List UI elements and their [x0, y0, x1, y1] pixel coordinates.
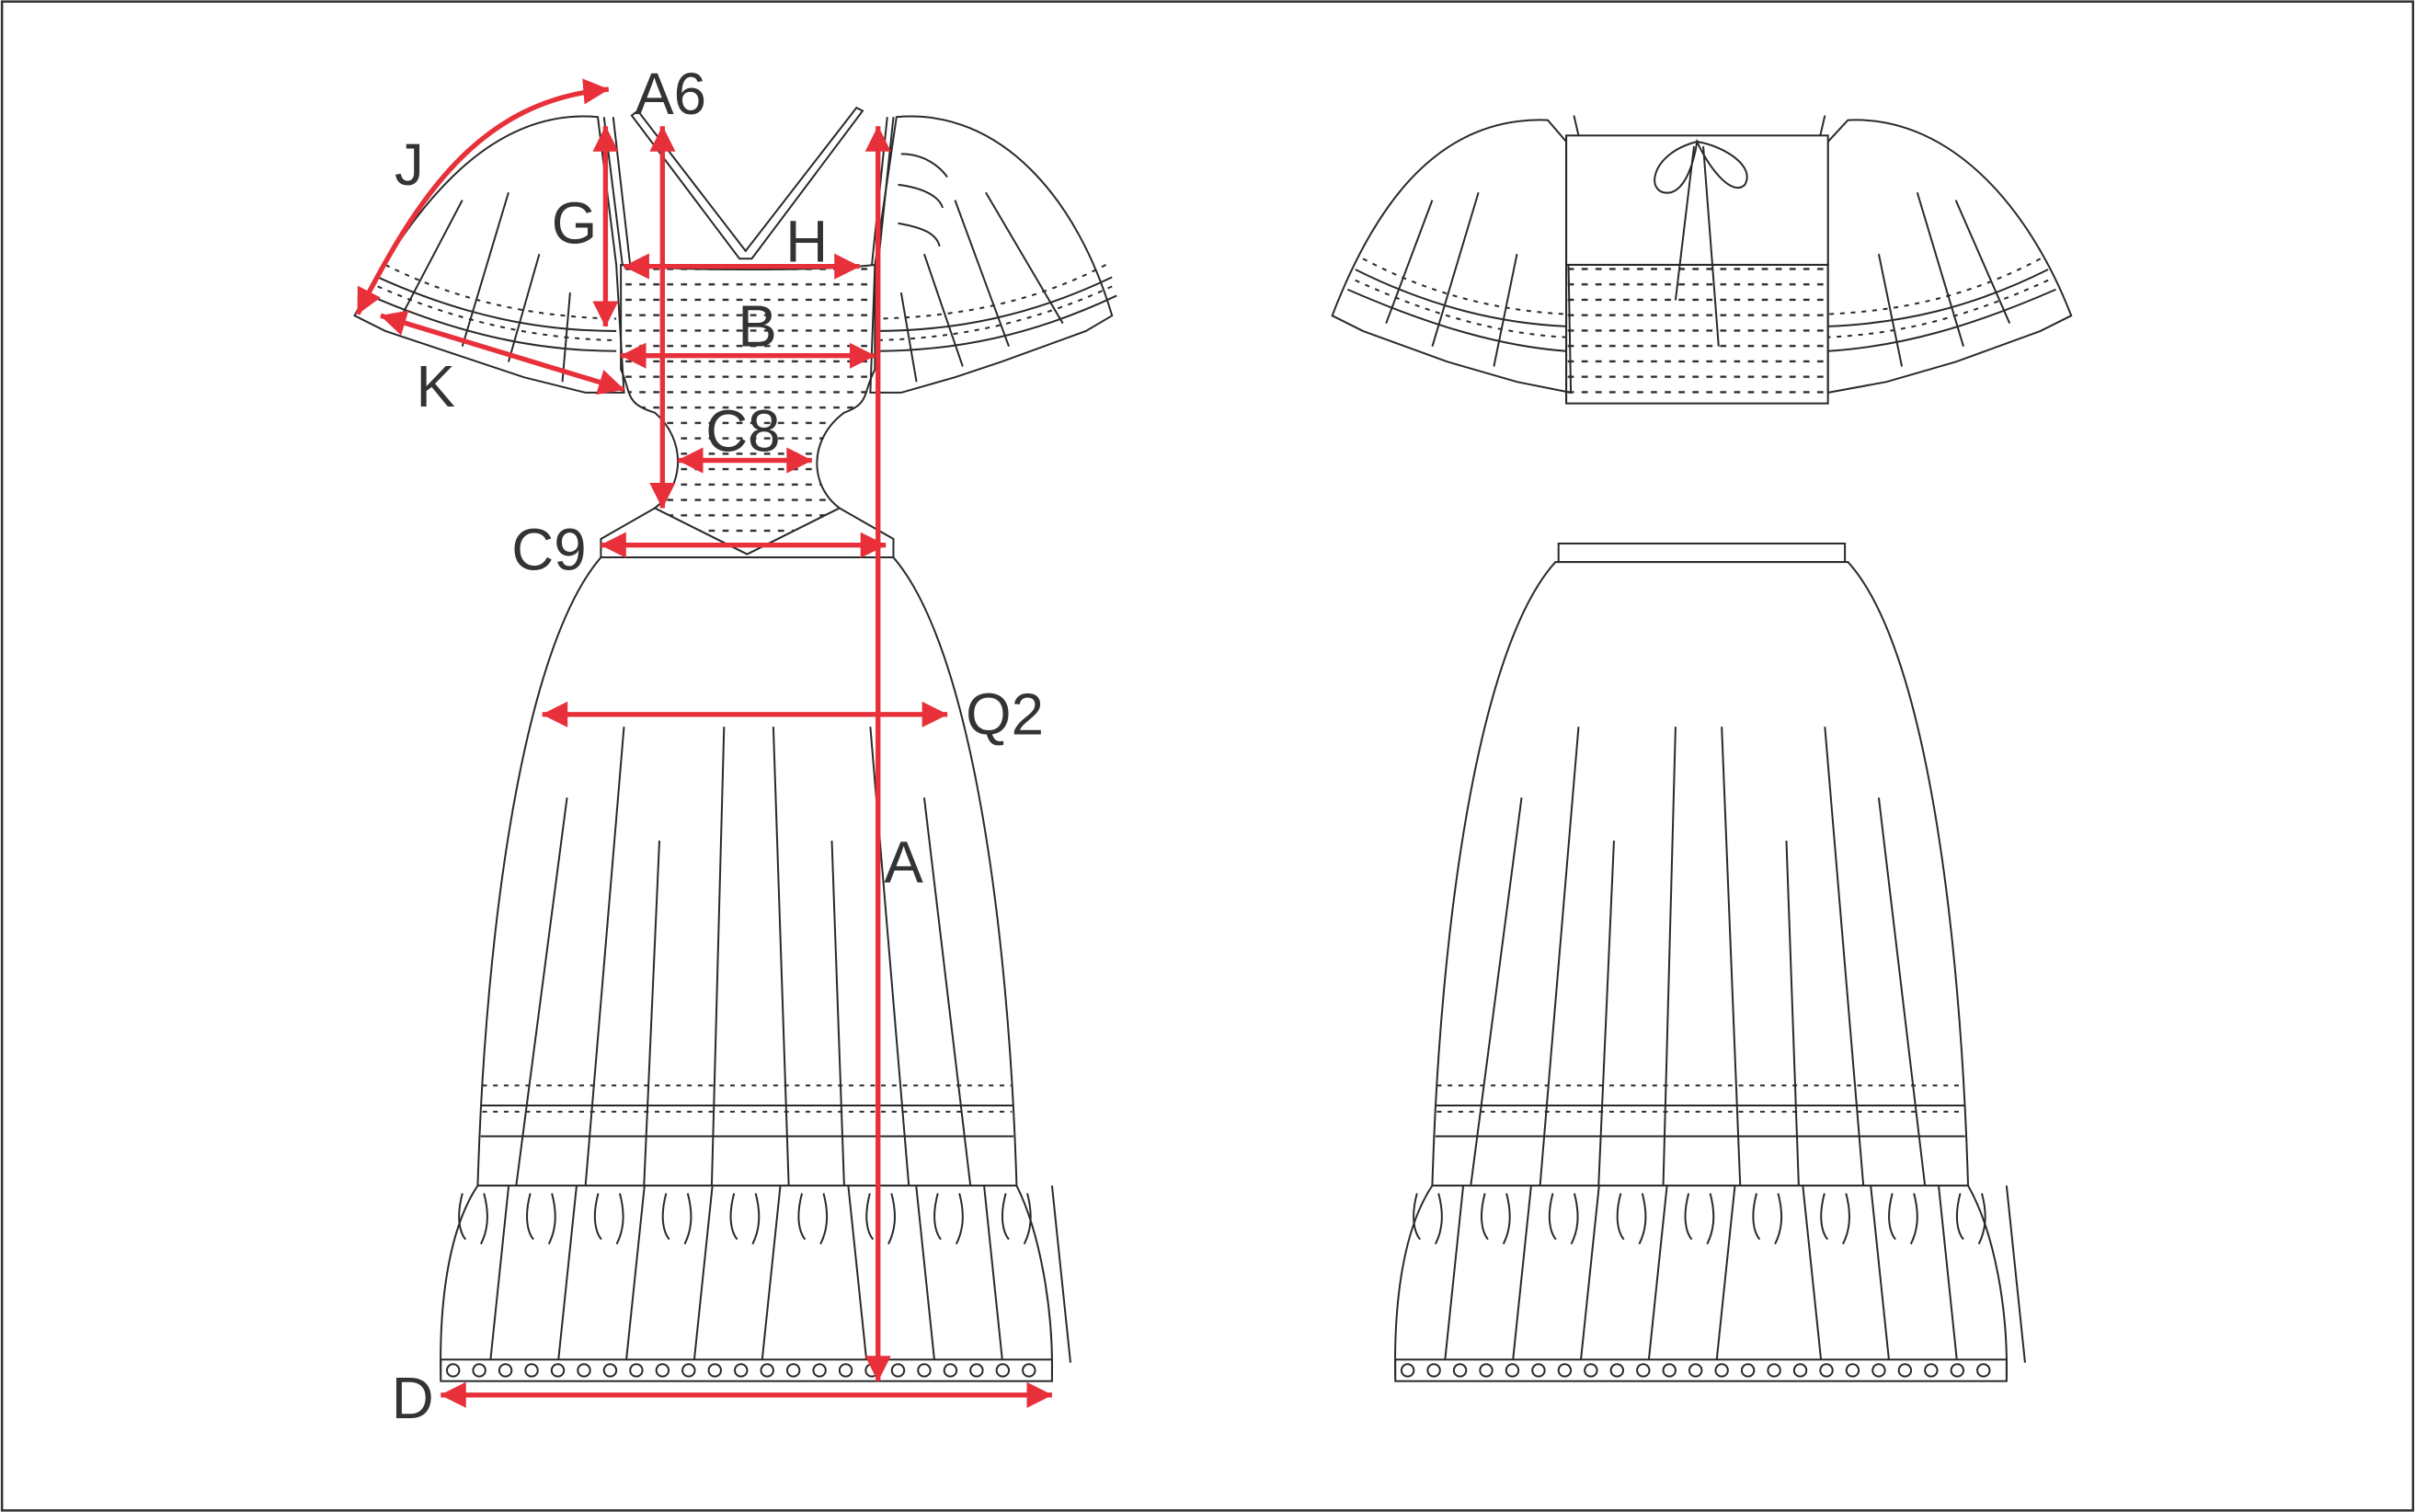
label-H: H: [785, 210, 828, 275]
label-G: G: [552, 191, 597, 257]
eyelet: [629, 1363, 644, 1378]
eyelet: [445, 1363, 461, 1378]
eyelet: [1662, 1363, 1677, 1378]
eyelet: [707, 1363, 722, 1378]
eyelet: [1452, 1363, 1468, 1378]
ruffle-gather: [729, 1185, 782, 1363]
measurement-labels: A6 J G H B K C8 C9 Q2 A D: [392, 62, 1044, 1431]
eyelet: [1976, 1363, 1991, 1378]
eyelet: [734, 1363, 749, 1378]
eyelet: [524, 1363, 539, 1378]
back-top: [1331, 115, 2073, 405]
ruffle-gather: [1616, 1185, 1668, 1363]
label-B: B: [738, 294, 776, 360]
eyelet: [1714, 1363, 1729, 1378]
ruffle-gather: [1820, 1185, 1891, 1363]
ruffle-gather: [1548, 1185, 1600, 1363]
eyelet: [917, 1363, 932, 1378]
eyelet: [472, 1363, 486, 1378]
eyelet: [995, 1363, 1011, 1378]
ruffle-gather: [1413, 1185, 1465, 1363]
label-D: D: [392, 1366, 434, 1431]
eyelet: [1819, 1363, 1834, 1378]
front-skirt: [476, 556, 1018, 1187]
eyelet: [1897, 1363, 1913, 1378]
label-A6: A6: [635, 62, 706, 127]
back-skirt: [1394, 542, 2026, 1382]
ruffle-gather: [1480, 1185, 1532, 1363]
eyelet: [969, 1363, 984, 1378]
eyelet: [1740, 1363, 1756, 1378]
eyelet: [498, 1363, 513, 1378]
ruffle-gather: [458, 1185, 510, 1363]
eyelet: [1845, 1363, 1860, 1378]
label-Q2: Q2: [966, 682, 1044, 748]
eyelet: [812, 1363, 827, 1378]
front-ruffle: [440, 1185, 1054, 1380]
ruffle-gather: [1001, 1185, 1072, 1363]
ruffle-gather: [1888, 1185, 1959, 1363]
eyelet: [602, 1363, 618, 1378]
ruffle-gather: [797, 1185, 868, 1363]
eyelet: [760, 1363, 774, 1378]
eyelet: [1557, 1363, 1573, 1378]
measure-K-arrow: [380, 310, 625, 395]
back-tie-bow: [1654, 138, 1748, 347]
measurement-arrows: [355, 78, 1053, 1408]
ruffle-gather: [933, 1185, 1004, 1363]
eyelet: [1505, 1363, 1520, 1378]
eyelet: [890, 1363, 906, 1378]
eyelet: [785, 1363, 801, 1378]
label-K: K: [416, 354, 454, 419]
eyelet: [577, 1363, 591, 1378]
eyelet: [1636, 1363, 1651, 1378]
ruffle-gather: [1955, 1185, 2026, 1363]
label-J: J: [395, 132, 424, 198]
ruffle-gather: [1752, 1185, 1823, 1363]
eyelet: [1400, 1363, 1415, 1378]
eyelet: [1767, 1363, 1781, 1378]
label-A: A: [884, 830, 923, 895]
eyelet: [1871, 1363, 1886, 1378]
eyelet: [1609, 1363, 1625, 1378]
eyelet: [1950, 1363, 1965, 1378]
eyelet: [681, 1363, 696, 1378]
back-bodice: [1565, 134, 1829, 266]
ruffle-gather: [661, 1185, 714, 1363]
front-right-sleeve: [869, 115, 1114, 394]
eyelet: [1688, 1363, 1703, 1378]
eyelet: [1924, 1363, 1939, 1378]
eyelet: [838, 1363, 853, 1378]
measure-J-arrow: [355, 78, 610, 315]
eyelet: [1479, 1363, 1494, 1378]
eyelet: [1584, 1363, 1598, 1378]
eyelet: [943, 1363, 958, 1378]
eyelet: [550, 1363, 566, 1378]
ruffle-gather: [1684, 1185, 1736, 1363]
eyelet: [1426, 1363, 1441, 1378]
back-waistband: [1557, 542, 1847, 564]
label-C8: C8: [705, 399, 780, 464]
ruffle-gather: [593, 1185, 646, 1363]
eyelet: [1531, 1363, 1546, 1378]
eyelet: [655, 1363, 670, 1378]
eyelet: [1792, 1363, 1808, 1378]
label-C9: C9: [511, 517, 586, 582]
ruffle-gather: [526, 1185, 578, 1363]
eyelet: [1022, 1363, 1036, 1378]
